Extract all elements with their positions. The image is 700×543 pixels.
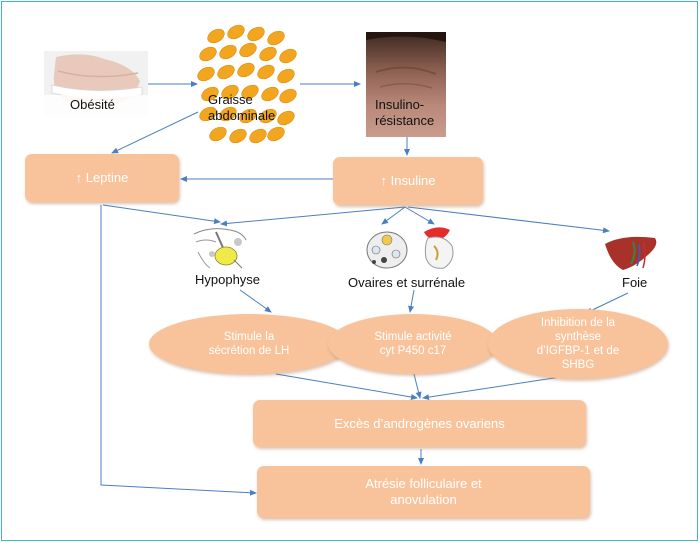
atresie-box: Atrésie folliculaire et anovulation (257, 466, 590, 518)
igfbp-ellipse: Inhibition de la synthèse d’IGFBP-1 et d… (488, 309, 668, 379)
ovary-icon (362, 224, 412, 272)
arrow-ovaires-p450 (408, 289, 415, 313)
arrow-leptine-atresie (100, 205, 257, 496)
arrow-hypophyse-lh (239, 289, 272, 313)
arrow-insuline-hypophyse (220, 206, 406, 227)
adrenal-kidney-icon (414, 224, 464, 274)
arrow-igfbp-androgenes (422, 373, 581, 401)
label-insulino-resistance: Insulino- résistance (375, 97, 435, 128)
androgenes-box: Excès d’androgènes ovariens (253, 400, 586, 447)
fat-cells-icon (196, 22, 300, 148)
label-hypophyse: Hypophyse (195, 272, 261, 287)
pituitary-icon (190, 224, 250, 272)
arrow-insuline-foie (407, 206, 610, 234)
label-graisse-abdominale: Graisse abdominale (208, 92, 276, 123)
neck-skin-photo (366, 32, 446, 137)
p450-ellipse: Stimule activité cyt P450 c17 (328, 314, 498, 374)
insuline-box: ↑ Insuline (333, 157, 483, 205)
label-ovaires-surrenale: Ovaires et surrénale (348, 275, 466, 290)
arrow-insuline-surrenale (404, 206, 435, 225)
label-foie: Foie (622, 275, 648, 290)
label-obesite: Obésité (70, 97, 115, 112)
leptine-box: ↑ Leptine (25, 154, 179, 202)
lh-ellipse: Stimule la sécrétion de LH (149, 314, 349, 374)
arrow-lh-androgenes (275, 373, 418, 400)
arrow-graisse-leptine (111, 111, 199, 154)
arrow-leptine-hypophyse (102, 204, 221, 225)
arrow-p450-androgenes (413, 373, 422, 399)
arrow-insuline-ovaires (381, 206, 406, 225)
belly-tape-photo (44, 51, 148, 117)
liver-icon (603, 234, 659, 274)
